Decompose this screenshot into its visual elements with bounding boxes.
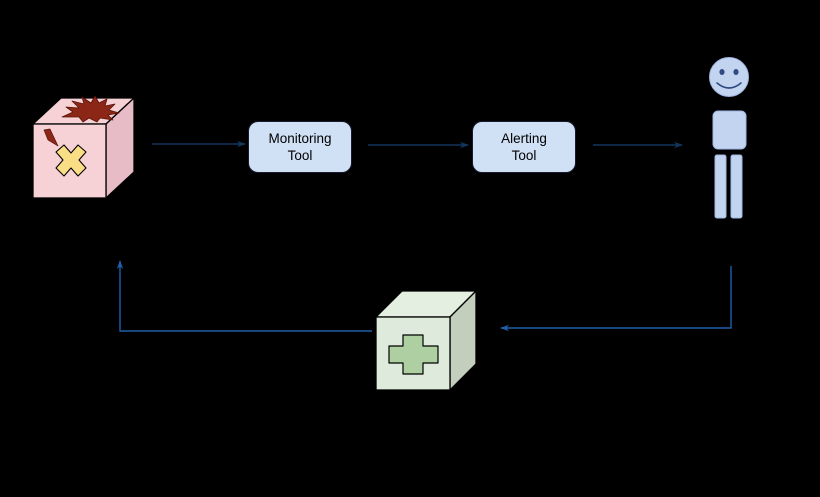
- actor-eye-right-icon: [733, 69, 739, 75]
- failure-cross-icon: [55, 144, 87, 177]
- explosion-burst-icon: [61, 95, 120, 123]
- actor-leg-left-icon: [714, 154, 727, 219]
- monitoring-tool-box[interactable]: Monitoring Tool: [248, 121, 352, 173]
- edge-operator-to-healthy-service: [500, 266, 732, 332]
- actor-torso-icon: [712, 110, 747, 150]
- healthy-plus-icon: [388, 334, 439, 375]
- actor-smile-icon: [716, 82, 742, 89]
- crack-shard-icon: [43, 128, 59, 147]
- actor-head-icon: [709, 57, 749, 97]
- edge-healthy-service-to-failed-service: [116, 260, 372, 332]
- actor-eye-left-icon: [719, 69, 725, 75]
- alerting-tool-box[interactable]: Alerting Tool: [472, 121, 576, 173]
- actor-leg-right-icon: [730, 154, 743, 219]
